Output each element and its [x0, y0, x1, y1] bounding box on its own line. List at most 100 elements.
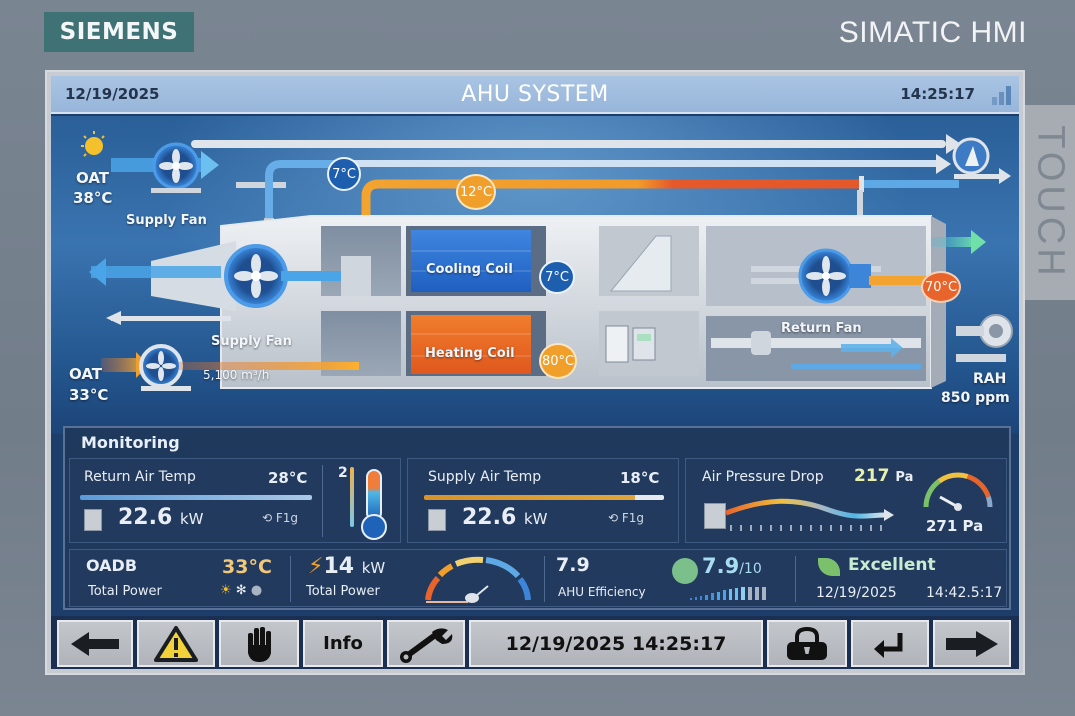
info-button[interactable]: Info — [303, 620, 383, 667]
process-graphic — [81, 131, 1013, 391]
pressure-flow-graphic — [726, 498, 894, 531]
efficiency-bar-meter — [690, 586, 766, 600]
title-bar: 12/19/2025 AHU SYSTEM 14:25:17 — [51, 76, 1019, 114]
rah-value: 850 ppm — [941, 390, 1010, 406]
header-time: 14:25:17 — [900, 85, 975, 103]
total-power-label: Total Power — [306, 584, 380, 599]
hmi-panel-frame: 12/19/2025 AHU SYSTEM 14:25:17 — [45, 70, 1025, 675]
airflow-value: 5,100 m³/h — [203, 368, 270, 382]
battery-icon — [428, 509, 446, 531]
status-label: Excellent — [848, 555, 936, 575]
pressure-card[interactable]: Air Pressure Drop 217 Pa — [685, 458, 1007, 543]
small-thermometer-icon — [350, 467, 354, 527]
oadb-sub-label: Total Power — [88, 584, 162, 599]
supply-fan-main-label: Supply Fan — [211, 334, 292, 349]
thermometer-bulb — [361, 514, 387, 540]
arrow-left-icon — [71, 631, 119, 656]
cooling-coil-temp-badge: 7°C — [539, 260, 575, 294]
return-air-bar — [80, 495, 312, 500]
heating-coil-temp-badge: 80°C — [539, 343, 577, 379]
filter-icon — [704, 503, 726, 529]
oat-top-value: 38°C — [73, 189, 113, 207]
warm-pipe-temp-badge: 12°C — [456, 174, 496, 210]
refresh-icon: ⟲ — [608, 511, 619, 525]
rah-label: RAH — [973, 371, 1007, 387]
datetime-display: 12/19/2025 14:25:17 — [469, 620, 763, 667]
touch-label-strip: TOUCH — [1025, 105, 1075, 300]
touch-label: TOUCH — [1029, 125, 1072, 280]
enter-icon — [874, 632, 903, 658]
supply-air-bar — [424, 495, 664, 500]
supply-air-flag: ⟲ F1g — [608, 511, 645, 525]
return-air-value: 28°C — [268, 469, 308, 487]
oat-top-label: OAT — [76, 169, 110, 187]
product-name: SIMATIC HMI — [838, 16, 1027, 49]
refresh-icon: ⟲ — [262, 511, 273, 525]
hmi-screen: 12/19/2025 AHU SYSTEM 14:25:17 — [51, 76, 1019, 669]
pressure-value: 217 Pa — [854, 466, 914, 486]
arrow-right-icon — [946, 630, 998, 657]
supply-air-card[interactable]: Supply Air Temp 18°C 22.6 kW ⟲ F1g — [407, 458, 679, 543]
dot-icon: ● — [250, 583, 263, 598]
page-title: AHU SYSTEM — [461, 81, 609, 107]
lock-button[interactable] — [767, 620, 847, 667]
header-date: 12/19/2025 — [65, 85, 160, 103]
efficiency-score: 7.9/10 — [702, 554, 762, 578]
supply-air-power: 22.6 kW — [462, 505, 548, 530]
enter-button[interactable] — [851, 620, 929, 667]
forward-button[interactable] — [933, 620, 1011, 667]
efficiency-value: 7.9 — [556, 554, 590, 576]
siemens-logo: SIEMENS — [44, 12, 194, 52]
card-divider — [322, 465, 323, 537]
status-date: 12/19/2025 — [816, 585, 897, 601]
settings-button[interactable] — [387, 620, 465, 667]
oat-bottom-value: 33°C — [69, 386, 109, 404]
pressure-gauge-icon — [923, 472, 993, 511]
return-air-flag: ⟲ F1g — [262, 511, 299, 525]
weather-icons: ☀ ✻ ● — [220, 583, 262, 598]
efficiency-label: AHU Efficiency — [558, 585, 646, 599]
leaf-icon — [818, 558, 840, 576]
supply-air-value: 18°C — [620, 469, 660, 487]
monitoring-title: Monitoring — [81, 433, 180, 452]
status-time: 14:42.5:17 — [926, 585, 1003, 601]
fan-efficiency-icon — [672, 558, 698, 584]
supply-fan-top-label: Supply Fan — [126, 213, 207, 228]
oadb-value: 33°C — [222, 556, 272, 578]
cold-pipe-temp-badge: 7°C — [327, 157, 361, 191]
summary-row: OADB Total Power 33°C ☀ ✻ ● ⚡14 kW Total… — [69, 549, 1007, 607]
sun-icon: ☀ — [220, 583, 232, 598]
return-fan-label: Return Fan — [781, 321, 862, 336]
bottom-toolbar: Info 12/19/2025 14:25:17 — [51, 616, 1019, 669]
lightning-icon: ⚡ — [308, 554, 324, 579]
supply-air-label: Supply Air Temp — [428, 469, 542, 485]
row-divider — [544, 556, 545, 602]
alarm-button[interactable] — [137, 620, 215, 667]
row-divider — [290, 556, 291, 602]
hand-stop-icon — [248, 626, 271, 662]
lock-icon — [787, 626, 827, 660]
return-air-card[interactable]: Return Air Temp 28°C 22.6 kW ⟲ F1g 2 — [69, 458, 401, 543]
oadb-label: OADB — [86, 556, 138, 575]
row-divider — [795, 556, 796, 602]
heating-coil-label: Heating Coil — [425, 346, 515, 361]
signal-bars-icon — [992, 85, 1011, 105]
oat-bottom-label: OAT — [69, 365, 103, 383]
back-button[interactable] — [57, 620, 133, 667]
total-power-value: ⚡14 kW — [308, 554, 386, 579]
return-air-label: Return Air Temp — [84, 469, 196, 485]
return-air-power: 22.6 kW — [118, 505, 204, 530]
stop-button[interactable] — [219, 620, 299, 667]
power-gauge-icon — [425, 556, 531, 603]
ahu-process-diagram: OAT 38°C Supply Fan Supply Fan OAT 33°C … — [51, 116, 1019, 434]
wind-icon: ✻ — [235, 583, 247, 598]
monitoring-panel: Monitoring Return Air Temp 28°C 22.6 kW … — [63, 426, 1011, 610]
pressure-label: Air Pressure Drop — [702, 469, 824, 485]
return-fan-temp-badge: 70°C — [921, 271, 961, 303]
pressure-gauge-value: 271 Pa — [926, 517, 984, 535]
warning-icon — [154, 625, 198, 662]
battery-icon — [84, 509, 102, 531]
cooling-coil-label: Cooling Coil — [426, 262, 513, 277]
wrench-icon — [400, 627, 453, 663]
small-thermometer-label: 2 — [338, 465, 348, 481]
